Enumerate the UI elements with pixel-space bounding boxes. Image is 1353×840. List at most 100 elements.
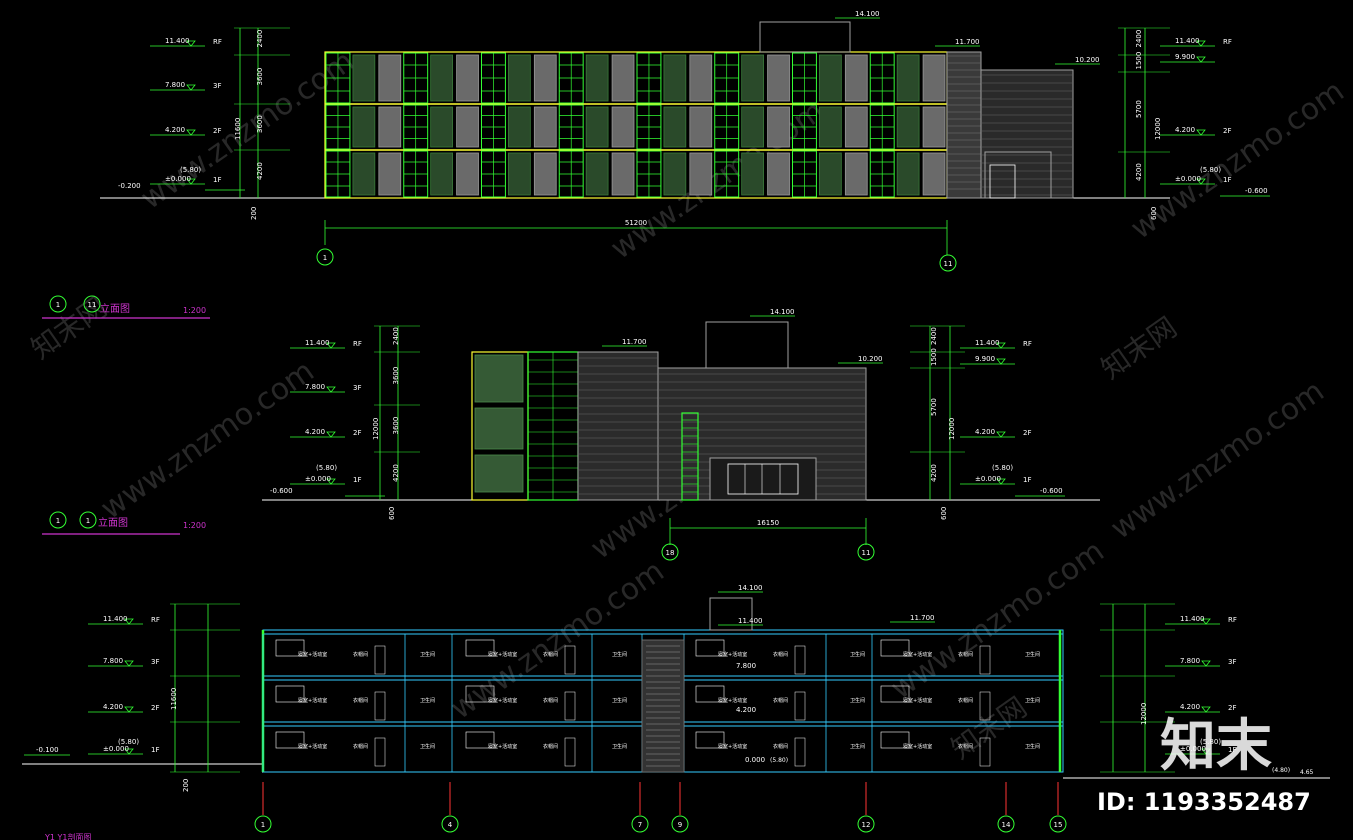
e2-axis-right-circle [857,543,875,561]
sec-right-level-0-elev: 11.400 [1180,615,1205,623]
e1-right-ground: -0.600 [1245,187,1268,195]
sec-door [979,691,991,721]
sec-room-label: 卫生间 [420,697,435,704]
sec-door [794,737,806,767]
e1-left-level-4-floor: 1F [213,176,221,184]
e2-left-level-2-elev: 4.200 [305,428,325,436]
sec-axis-4-circle [857,815,875,833]
e1-left-level-2-elev: 4.200 [165,126,185,134]
sec-door [794,645,806,675]
sec-door [564,645,576,675]
e1-left-level-note: (5.80) [180,166,201,174]
e2-green-panel [474,407,524,450]
e1-green-panel [663,152,687,196]
t1-scale: 1:200 [183,306,206,315]
sec-left-total: 11600 [170,688,178,710]
sec-window [880,685,910,703]
e1-annex-mark: 10.200 [1075,56,1100,64]
e2-right-dim-2: 5700 [930,398,938,416]
e1-left-ground: -0.200 [118,182,141,190]
sec-right-level-1-triangle [1201,660,1211,667]
e1-left-level-0-floor: RF [213,38,222,46]
e1-grey-panel [922,152,946,196]
sec-window [275,639,305,657]
e1-grey-panel [767,54,790,102]
e2-axis-right-label: 11 [862,549,871,557]
sec-window [695,639,725,657]
sec-roof-box [709,597,753,631]
sec-room-label: 衣帽间 [543,651,558,658]
e2-left-below: 600 [388,507,396,520]
e1-green-panel [430,152,453,196]
e1-right-level-4-elev: ±0.000 [1175,175,1201,183]
e1-grey-panel [767,152,790,196]
sec-room-label: 衣帽间 [958,697,973,704]
e2-right-level-1-elev: 9.900 [975,355,995,363]
sec-axis-2-circle [631,815,649,833]
e1-right-dim-2: 5700 [1135,100,1143,118]
e1-green-panel [741,152,764,196]
sec-door [374,691,386,721]
sec-window [695,685,725,703]
sec-room-label: 衣帽间 [958,651,973,658]
e1-left-dim-3: 4200 [256,162,264,180]
sec-right-total: 12000 [1140,703,1148,725]
e1-axis-right-label: 11 [944,260,953,268]
e1-grey-panel [611,152,635,196]
sec-right-note: (4.80) [1272,767,1290,774]
e2-right-level-4-triangle [996,478,1006,485]
e1-right-level-1-elev: 9.900 [1175,53,1195,61]
watermark-text: www.znzmo.com [95,354,321,527]
sec-right-level-1-elev: 7.800 [1180,657,1200,665]
e1-below-dim: 200 [250,207,258,220]
sec-left-level-2-floor: 2F [151,704,159,712]
sec-room-label: 衣帽间 [353,651,368,658]
sec-door [979,645,991,675]
e1-green-panel [896,106,920,148]
sec-axis-3-circle [671,815,689,833]
sec-door [979,737,991,767]
sec-room-label: 卫生间 [420,651,435,658]
t1-axis-a-circle [49,295,67,313]
e1-grey-panel [844,106,868,148]
e1-grey-panel [378,54,402,102]
e2-left-level-4-triangle [326,478,336,485]
e1-axis-right-circle [939,254,957,272]
sec-room-label: 寝室+活动室 [903,743,932,750]
watermark-text: www.znzmo.com [1105,374,1331,547]
sec-left-level-4-triangle [124,748,134,755]
sec-room-label: 卫生间 [850,743,865,750]
sec-door [794,691,806,721]
sec-door [564,737,576,767]
e2-right-level-note: (5.80) [992,464,1013,472]
e2-right-dim-0: 2400 [930,327,938,345]
e1-green-panel [352,106,376,148]
e1-grey-panel [533,106,557,148]
sec-room-label: 卫生间 [1025,743,1040,750]
sec-room-label: 寝室+活动室 [298,697,327,704]
e1-left-dim-1: 3600 [256,68,264,86]
sec-right-level-0-floor: RF [1228,616,1237,624]
e1-right-level-2-triangle [1196,129,1206,136]
e1-green-panel [741,106,764,148]
sec-axis-4-label: 12 [862,821,871,829]
sec-left-level-1-floor: 3F [151,658,159,666]
sec-left-level-1-elev: 7.800 [103,657,123,665]
sec-room-label: 卫生间 [612,743,627,750]
e1-grey-panel [689,106,713,148]
sec-right-level-2-floor: 2F [1228,704,1236,712]
sec-room-label: 寝室+活动室 [298,651,327,658]
e2-roof-mark: 11.700 [622,338,647,346]
e2-left-level-1-triangle [326,386,336,393]
e1-green-panel [896,54,920,102]
sec-right-level-note: (5.80) [1200,738,1221,746]
sec-window [880,639,910,657]
e1-right-below: 600 [1150,207,1158,220]
sec-axis-5-label: 14 [1002,821,1011,829]
sec-room-label: 卫生间 [1025,651,1040,658]
e2-right-ground: -0.600 [1040,487,1063,495]
e1-left-level-2-floor: 2F [213,127,221,135]
e1-grey-panel [767,106,790,148]
e2-right-level-4-elev: ±0.000 [975,475,1001,483]
t2-axis-b-label: 1 [86,517,90,525]
